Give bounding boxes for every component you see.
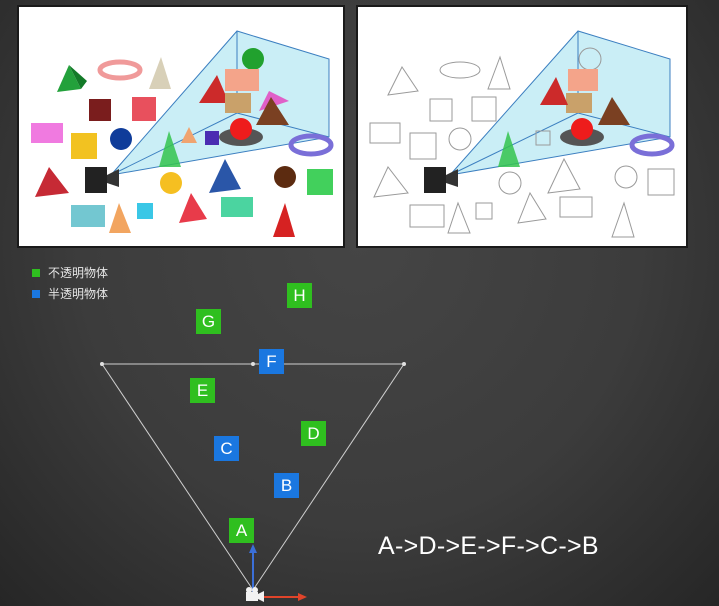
object-marker-d: D — [301, 421, 326, 446]
frustum-left-edge — [101, 363, 254, 591]
scene-full-drawing — [31, 30, 334, 237]
frustum-corner-left — [100, 362, 104, 366]
scene-illustration-outline — [356, 5, 688, 248]
render-order-text: A->D->E->F->C->B — [378, 532, 599, 560]
scene-outline-drawing — [369, 30, 675, 238]
legend-item-opaque: 不透明物体 — [32, 262, 108, 283]
frustum-right-edge — [252, 363, 405, 591]
object-marker-g: G — [196, 309, 221, 334]
object-marker-c: C — [214, 436, 239, 461]
object-marker-e: E — [190, 378, 215, 403]
legend-label-opaque: 不透明物体 — [48, 266, 109, 280]
object-marker-b: B — [274, 473, 299, 498]
legend: 不透明物体 半透明物体 — [32, 262, 108, 304]
frustum-corner-right — [402, 362, 406, 366]
frustum-far-mid — [251, 362, 255, 366]
object-marker-a: A — [229, 518, 254, 543]
axis-x-arrow — [298, 593, 307, 601]
legend-label-translucent: 半透明物体 — [48, 287, 109, 301]
legend-item-translucent: 半透明物体 — [32, 283, 108, 304]
legend-swatch-translucent — [32, 289, 40, 298]
legend-swatch-opaque — [32, 268, 40, 277]
camera-icon — [246, 587, 264, 602]
scene-illustration-full — [17, 5, 345, 248]
axis-y-arrow — [249, 544, 257, 553]
object-marker-h: H — [287, 283, 312, 308]
object-marker-f: F — [259, 349, 284, 374]
